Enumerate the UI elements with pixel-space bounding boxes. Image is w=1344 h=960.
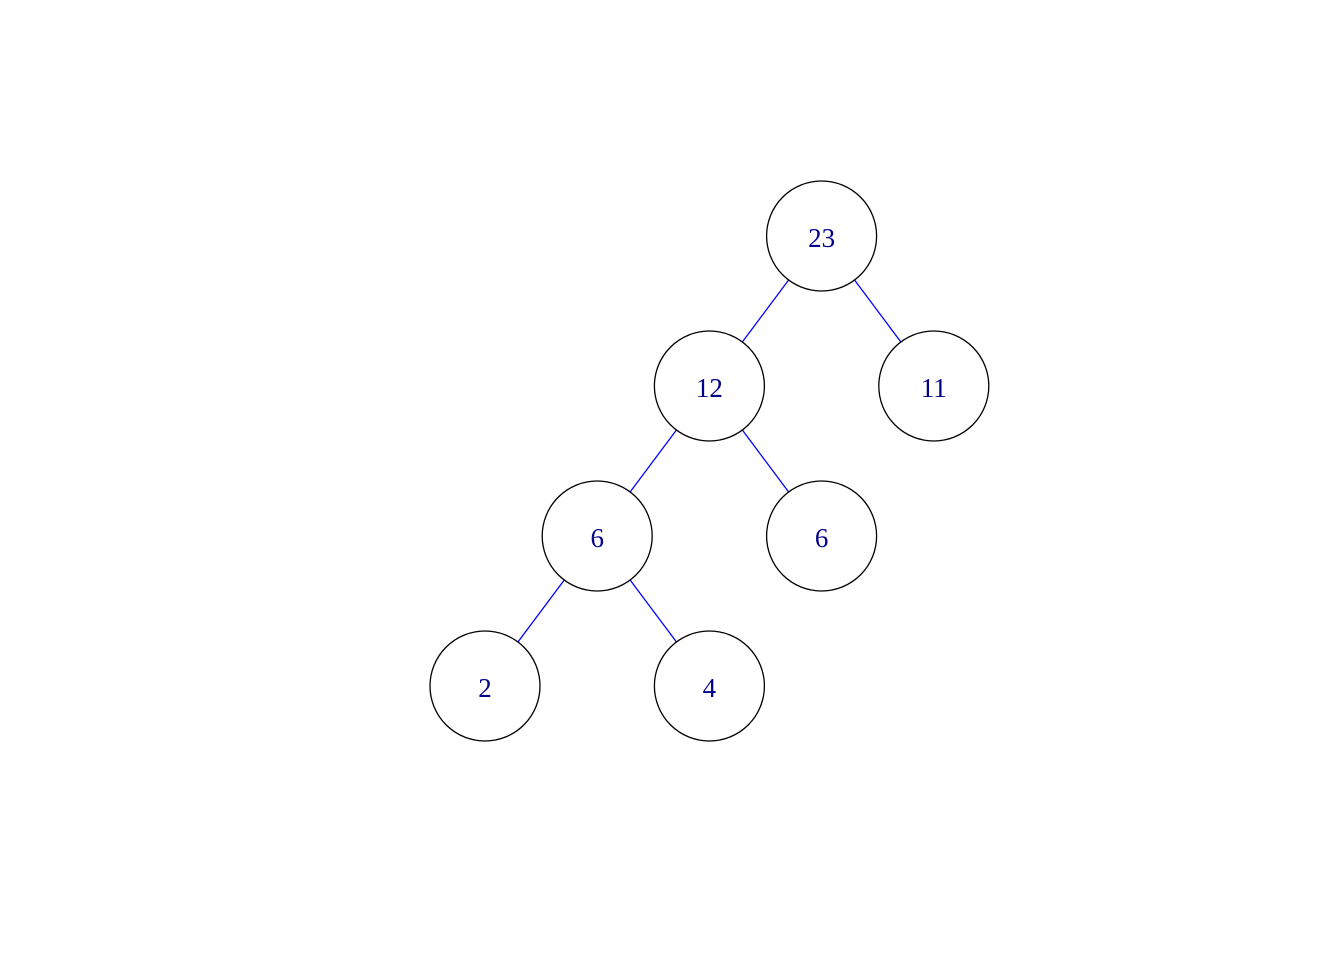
- tree-edge: [741, 279, 790, 343]
- node-label: 4: [703, 673, 717, 703]
- tree-edge: [854, 279, 902, 343]
- tree-node: 4: [653, 630, 766, 742]
- node-label: 6: [815, 523, 829, 553]
- node-circle: [765, 180, 878, 292]
- node-label: 12: [696, 373, 723, 403]
- node-circle: [878, 330, 990, 442]
- node-label: 2: [478, 673, 492, 703]
- node-circle: [653, 630, 766, 742]
- node-label: 11: [921, 373, 947, 403]
- tree-node: 23: [765, 180, 878, 292]
- tree-nodes: 23 12 11 6 6 2 4: [429, 180, 990, 742]
- node-circle: [765, 480, 878, 592]
- tree-node: 6: [541, 480, 653, 592]
- tree-edge: [629, 579, 677, 643]
- node-label: 6: [590, 523, 604, 553]
- node-circle: [429, 630, 541, 742]
- tree-node: 2: [429, 630, 541, 742]
- tree-node: 6: [765, 480, 878, 592]
- node-circle: [653, 330, 766, 442]
- tree-edge: [741, 429, 790, 493]
- tree-node: 12: [653, 330, 766, 442]
- tree-edge: [629, 429, 677, 493]
- tree-node: 11: [878, 330, 990, 442]
- node-circle: [541, 480, 653, 592]
- tree-edges: [517, 279, 902, 643]
- tree-edge: [517, 579, 565, 643]
- node-label: 23: [808, 223, 835, 253]
